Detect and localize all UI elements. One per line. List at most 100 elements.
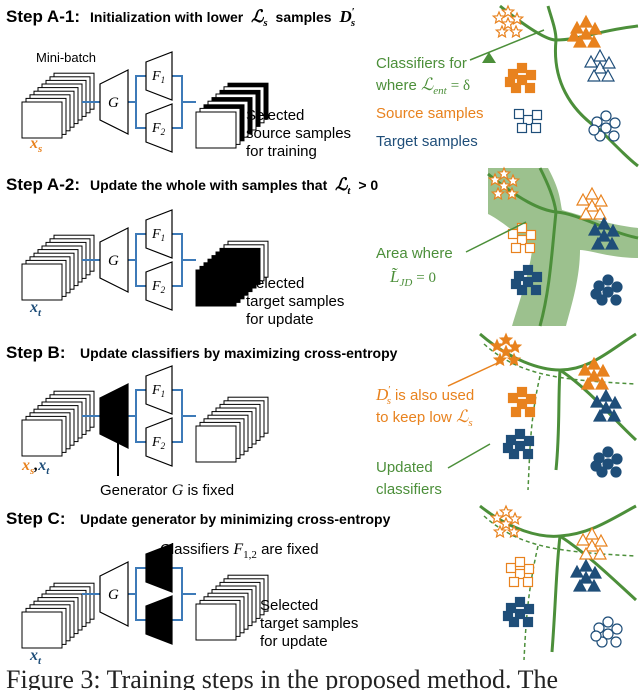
sq-src-c bbox=[505, 556, 535, 588]
scatter-point bbox=[578, 558, 594, 572]
scatter-point bbox=[572, 578, 588, 592]
sample-card bbox=[195, 603, 237, 641]
boundary-a1-3 bbox=[546, 5, 558, 41]
scatter-point bbox=[524, 406, 536, 418]
a1-out-1: Selected bbox=[246, 107, 304, 124]
scatter-point bbox=[525, 229, 537, 241]
classifiers-label: classifiers bbox=[376, 481, 442, 498]
scatter-point bbox=[587, 21, 603, 35]
step-b: Step B: Update classifiers by maximizing… bbox=[6, 343, 398, 499]
c-out-2: target samples bbox=[260, 615, 358, 632]
c-out-1: Selected bbox=[260, 597, 318, 614]
old-boundary-c-1 bbox=[483, 515, 637, 557]
panel-c bbox=[479, 504, 638, 661]
step-c-desc: Update generator by minimizing cross-ent… bbox=[80, 511, 391, 527]
generator-label: G bbox=[108, 587, 119, 603]
a2-out-1: Selected bbox=[246, 275, 304, 292]
scatter-point bbox=[516, 122, 528, 134]
a2-out-3: for update bbox=[246, 311, 314, 328]
tri-src-b bbox=[577, 356, 611, 390]
scatter-point bbox=[525, 69, 537, 81]
scatter-point bbox=[502, 442, 514, 454]
scatter-point bbox=[584, 186, 600, 200]
step-a2-desc: Update the whole with samples that ℒt > … bbox=[90, 175, 378, 197]
scatter-point bbox=[522, 448, 534, 460]
scatter-point bbox=[504, 186, 520, 201]
scatter-point bbox=[507, 511, 523, 526]
scatter-point bbox=[507, 339, 523, 354]
area-eq-label: L̃JD= 0 bbox=[389, 267, 436, 289]
tri-src-a1 bbox=[566, 14, 603, 48]
scatter-point bbox=[507, 228, 519, 240]
boundary-c-2 bbox=[550, 535, 562, 653]
scatter-point bbox=[498, 332, 514, 347]
leader-updated bbox=[447, 443, 491, 469]
scatter-point bbox=[523, 435, 535, 447]
tri-src-a2 bbox=[575, 186, 609, 220]
sq-src-a2 bbox=[507, 222, 537, 254]
panel-a1: Classifiers for where ℒent= δ Source sam… bbox=[375, 4, 639, 168]
generator-block bbox=[99, 227, 129, 293]
keep-low-label: to keep low ℒs bbox=[376, 407, 473, 429]
scatter-point bbox=[516, 62, 528, 74]
scatter-point bbox=[602, 274, 614, 286]
scatter-point bbox=[510, 278, 522, 290]
scatter-point bbox=[566, 28, 582, 42]
wire bbox=[128, 567, 146, 621]
scatter-point bbox=[590, 460, 602, 472]
scatter-point bbox=[600, 110, 612, 122]
scatter-point bbox=[600, 68, 616, 82]
scatter-point bbox=[513, 108, 525, 120]
generator-block bbox=[99, 561, 129, 627]
scatter-point bbox=[514, 596, 526, 608]
scatter-point bbox=[496, 178, 512, 193]
step-b-desc: Update classifiers by maximizing cross-e… bbox=[80, 345, 398, 361]
scatter-point bbox=[598, 388, 614, 402]
scatter-point bbox=[594, 376, 610, 390]
old-boundary-b-2 bbox=[527, 375, 541, 491]
input-batch-a2 bbox=[21, 234, 95, 301]
scatter-point bbox=[592, 48, 608, 62]
scatter-point bbox=[604, 236, 620, 250]
scatter-point bbox=[507, 392, 519, 404]
scatter-point bbox=[578, 14, 594, 28]
wire bbox=[128, 233, 146, 287]
scatter-point bbox=[489, 338, 505, 353]
scatter-point bbox=[500, 4, 516, 19]
area-where-label: Area where bbox=[376, 245, 453, 262]
scatter-point bbox=[522, 264, 534, 276]
scatter-point bbox=[593, 193, 609, 207]
scatter-point bbox=[508, 576, 520, 588]
boundary-b-2 bbox=[554, 369, 562, 471]
tri-src-c bbox=[575, 526, 609, 560]
scatter-point bbox=[610, 294, 622, 306]
scatter-point bbox=[584, 526, 600, 540]
boundary-a2-2 bbox=[538, 211, 558, 327]
sample-card bbox=[195, 111, 237, 149]
scatter-point bbox=[530, 122, 542, 134]
classifier-block bbox=[145, 595, 173, 645]
scatter-point bbox=[508, 24, 524, 39]
scatter-point bbox=[510, 406, 522, 418]
minibatch-label: Mini-batch bbox=[36, 50, 96, 65]
target-samples-label: Target samples bbox=[376, 133, 478, 150]
sample-card bbox=[21, 611, 63, 649]
figure-caption: Figure 3: Training steps in the proposed… bbox=[6, 665, 558, 690]
scatter-point bbox=[588, 124, 600, 136]
scatter-point bbox=[590, 630, 602, 642]
pipeline-c: G bbox=[82, 543, 196, 645]
scatter-point bbox=[508, 616, 520, 628]
scatter-point bbox=[524, 82, 536, 94]
circ-tgt-a2 bbox=[590, 274, 623, 306]
scatter-point bbox=[609, 117, 621, 129]
step-a1-desc: Initialization with lower ℒs samples D′s bbox=[90, 6, 355, 29]
scatter-point bbox=[506, 352, 522, 367]
scatter-point bbox=[610, 636, 622, 648]
scatter-point bbox=[522, 616, 534, 628]
scatter-point bbox=[608, 130, 620, 142]
classifiers-where-label: where ℒent= δ bbox=[375, 75, 470, 97]
generator-fixed-note: Generator G is fixed bbox=[100, 482, 234, 499]
